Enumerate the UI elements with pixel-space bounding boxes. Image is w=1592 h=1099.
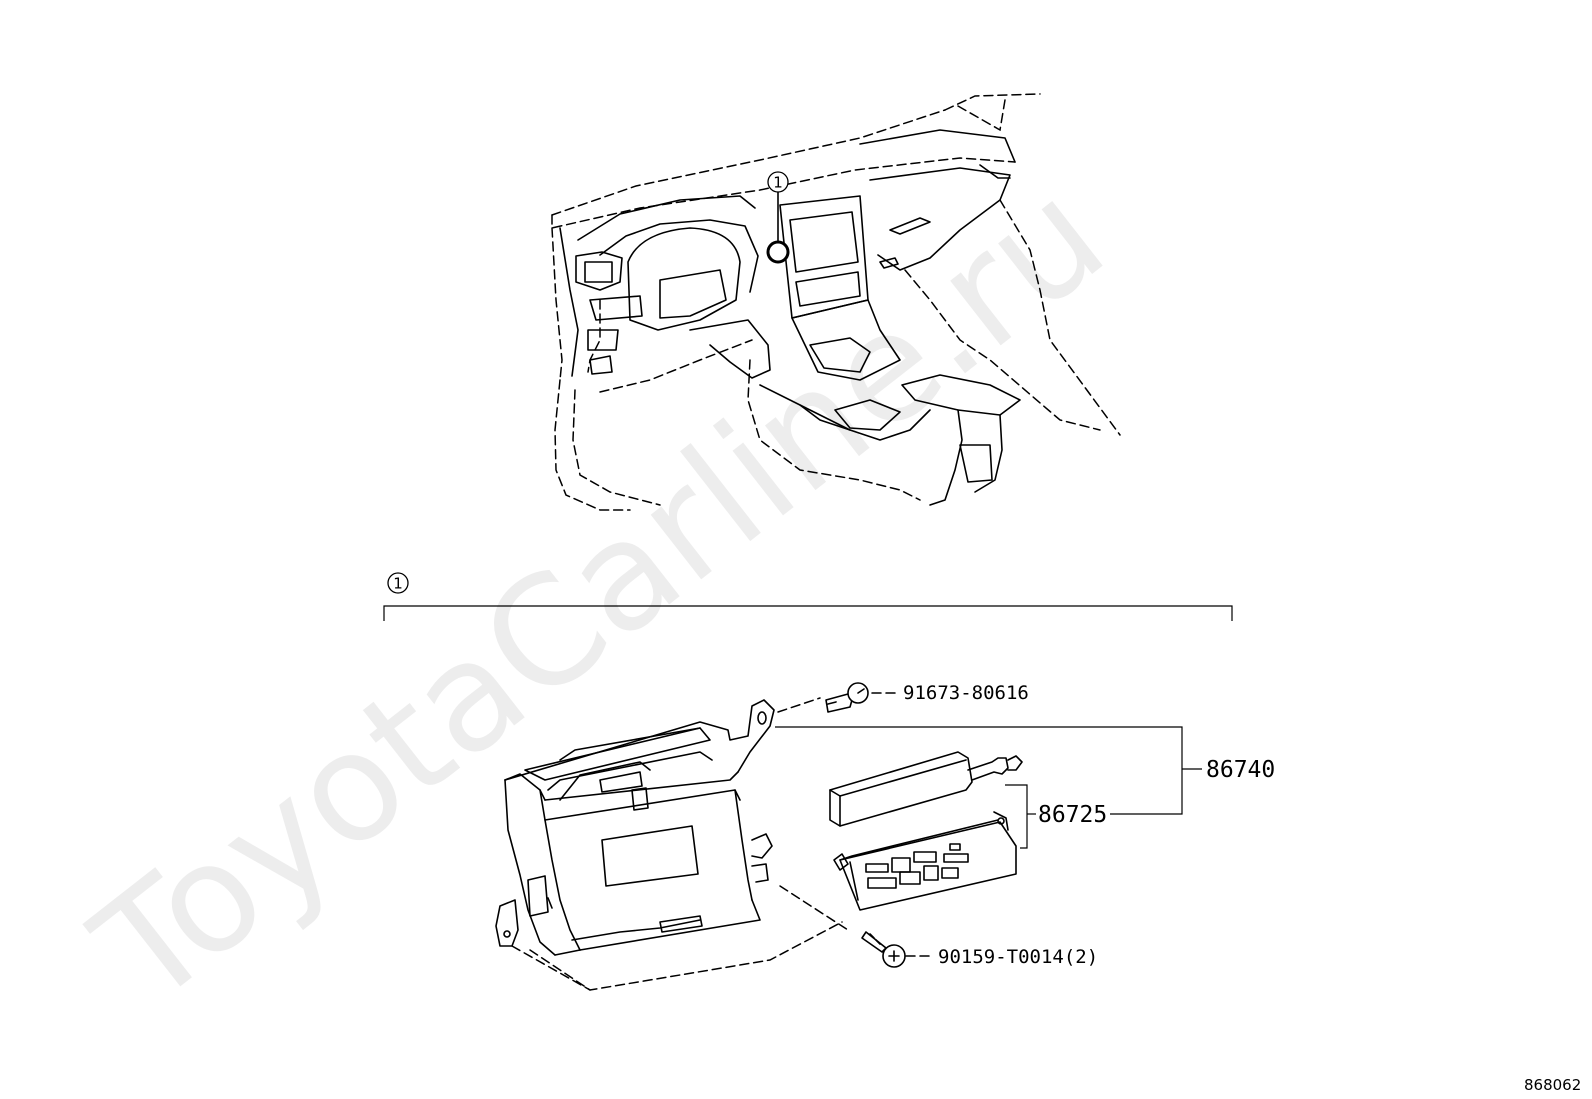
diagram-id: 868062 [1524, 1076, 1581, 1094]
bracket-callout-circle [387, 572, 409, 594]
part-number-clip-screw[interactable]: 91673-80616 [903, 682, 1029, 704]
clip-screw-drawing [825, 682, 901, 713]
location-callout-circle [767, 171, 789, 193]
part-number-bolt[interactable]: 90159-T0014(2) [938, 946, 1098, 968]
location-marker [766, 240, 790, 264]
dashboard-illustration: 1 [551, 93, 1121, 511]
assembly-bracket: 1 [383, 572, 1233, 621]
bolt-drawing [861, 931, 933, 968]
bracket-callout-number: 1 [393, 575, 403, 593]
pcb-components [865, 843, 969, 889]
receiver-drawing [829, 751, 1036, 911]
ecu-assembly-drawing [495, 697, 1202, 991]
location-callout-number: 1 [773, 174, 783, 192]
part-number-receiver[interactable]: 86725 [1038, 802, 1107, 828]
part-number-assembly[interactable]: 86740 [1206, 757, 1275, 783]
